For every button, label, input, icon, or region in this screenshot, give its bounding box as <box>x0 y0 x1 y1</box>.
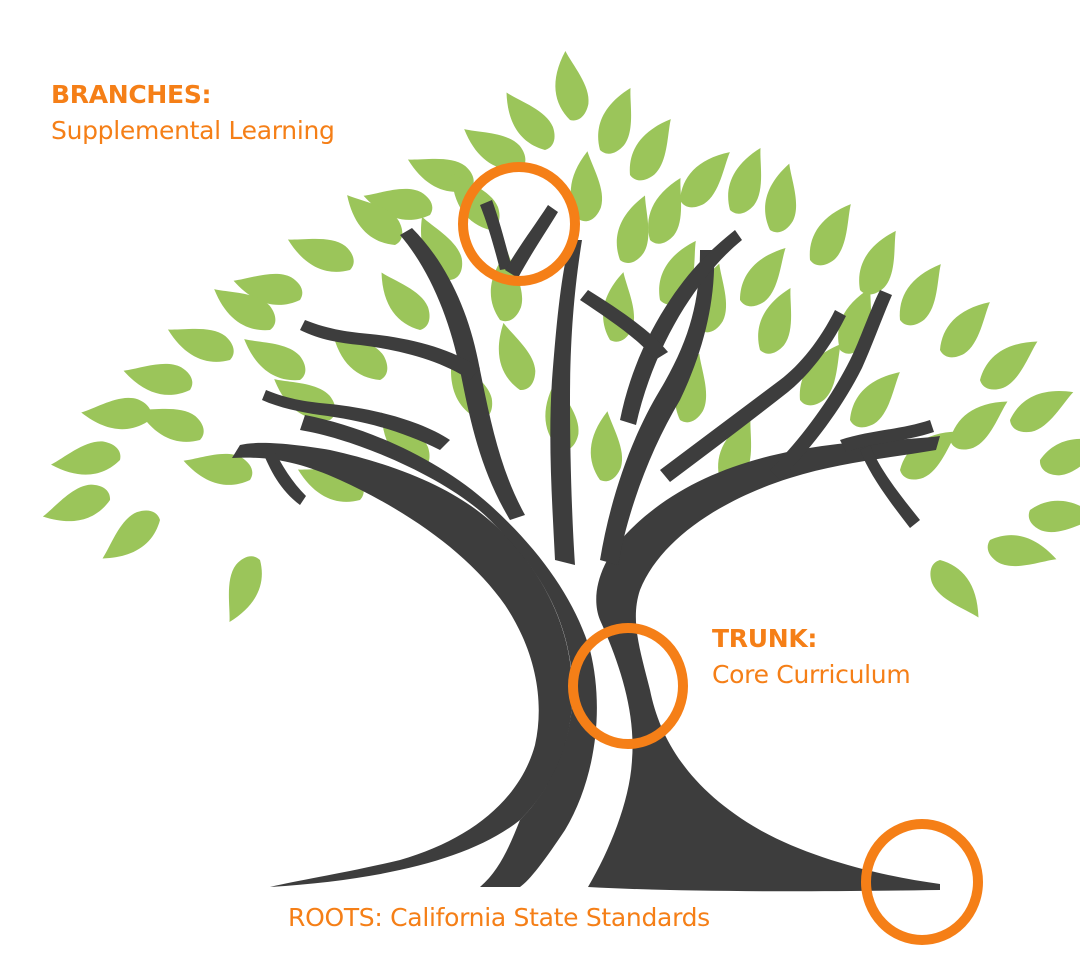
leaf <box>51 441 121 475</box>
leaf <box>983 526 1060 582</box>
branches-heading: BRANCHES: <box>51 80 212 109</box>
leaf <box>798 197 869 273</box>
leaf <box>38 481 113 527</box>
leaf <box>162 309 240 373</box>
roots-label: ROOTS: California State Standards <box>288 900 710 936</box>
trunk-text: Core Curriculum <box>712 660 911 689</box>
leaf <box>847 225 915 302</box>
leaf <box>555 51 589 121</box>
leaf <box>1004 382 1080 438</box>
roots-text: California State Standards <box>390 903 710 932</box>
leaf <box>324 315 395 390</box>
leaf <box>282 219 360 283</box>
trunk-label: TRUNK: Core Curriculum <box>712 621 911 693</box>
leaf <box>1037 433 1080 479</box>
leaf <box>923 552 988 630</box>
leaf <box>90 503 168 568</box>
leaf <box>120 348 197 404</box>
trunk-heading: TRUNK: <box>712 624 818 653</box>
branches-text: Supplemental Learning <box>51 116 335 145</box>
trunk-highlight-circle <box>568 623 688 749</box>
leaf <box>972 332 1050 397</box>
leaf <box>209 550 273 628</box>
highlight-circles <box>458 162 983 945</box>
leaf <box>942 392 1020 457</box>
branches-highlight-circle <box>458 162 580 286</box>
leaf <box>493 318 539 393</box>
roots-heading: ROOTS: <box>288 903 383 932</box>
branches-label: BRANCHES: Supplemental Learning <box>51 77 335 149</box>
roots-highlight-circle <box>861 819 983 945</box>
leaf <box>756 160 812 237</box>
leaf <box>1026 495 1080 541</box>
leaf <box>888 257 959 333</box>
leaf <box>930 294 1005 365</box>
tree-trunk <box>232 200 940 892</box>
leaf <box>729 240 802 314</box>
